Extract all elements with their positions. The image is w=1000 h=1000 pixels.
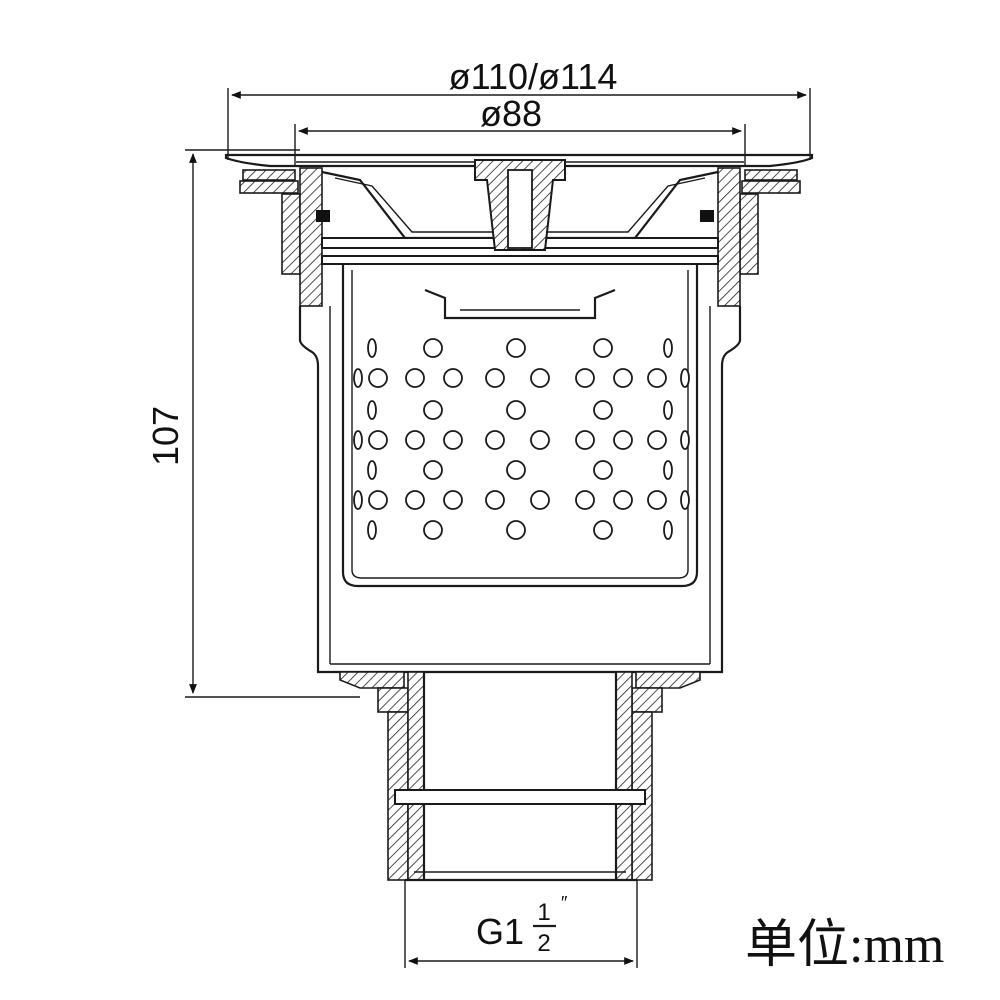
- dimension-height: 107: [145, 149, 360, 698]
- strainer-housing: [298, 306, 742, 674]
- perforation-hole: [353, 430, 363, 450]
- height-label: 107: [145, 406, 186, 466]
- perforation-hole: [593, 338, 613, 358]
- perforation-hole: [353, 490, 363, 510]
- perforation-hole: [575, 368, 595, 388]
- perforation-hole: [575, 430, 595, 450]
- perforation-hole: [367, 460, 377, 480]
- thread-prefix: G1: [476, 911, 524, 952]
- perforation-hole: [613, 490, 633, 510]
- perforation-hole: [485, 490, 505, 510]
- perforation-hole: [368, 490, 388, 510]
- perforation-hole: [613, 430, 633, 450]
- perforation-hole: [680, 430, 690, 450]
- perforation-hole: [663, 520, 673, 540]
- perforation-hole: [663, 400, 673, 420]
- perforation-hole: [647, 368, 667, 388]
- perforation-hole: [530, 490, 550, 510]
- dimension-thread: G1 1 2 ″: [404, 880, 638, 968]
- perforation-hole: [647, 490, 667, 510]
- perforation-hole: [530, 430, 550, 450]
- gasket-left: [239, 167, 330, 307]
- perforation-hole: [405, 490, 425, 510]
- perforation-hole: [423, 338, 443, 358]
- perforation-hole: [443, 368, 463, 388]
- perforation-hole: [506, 338, 526, 358]
- perforation-hole: [367, 400, 377, 420]
- perforation-hole: [680, 368, 690, 388]
- perforation-hole: [353, 368, 363, 388]
- strainer-basket: [341, 264, 699, 588]
- perforation-hole: [423, 400, 443, 420]
- thread-denominator: 2: [537, 930, 550, 957]
- perforation-hole: [506, 460, 526, 480]
- perforation-hole: [506, 400, 526, 420]
- perforation-hole: [485, 430, 505, 450]
- perforation-hole: [593, 460, 613, 480]
- dimension-inner-diameter: ø88: [294, 93, 746, 165]
- perforation-hole: [405, 430, 425, 450]
- tailpiece: [339, 671, 701, 882]
- perforation-hole: [680, 490, 690, 510]
- perforation-hole: [663, 460, 673, 480]
- perforation-hole: [485, 368, 505, 388]
- thread-numerator: 1: [537, 899, 550, 926]
- perforation-hole: [506, 520, 526, 540]
- perforation-hole: [593, 400, 613, 420]
- perforation-hole: [368, 368, 388, 388]
- perforation-hole: [367, 520, 377, 540]
- unit-label: 单位:mm: [745, 917, 944, 974]
- perforation-hole: [443, 430, 463, 450]
- outer-diameter-label: ø110/ø114: [449, 56, 618, 97]
- perforation-hole: [443, 490, 463, 510]
- perforation-hole: [367, 338, 377, 358]
- basket-perforations: [353, 338, 690, 540]
- dimension-outer-diameter: ø110/ø114: [227, 56, 811, 160]
- inner-diameter-label: ø88: [480, 93, 542, 134]
- perforation-hole: [613, 368, 633, 388]
- thread-inch-mark: ″: [561, 893, 568, 913]
- perforation-hole: [663, 338, 673, 358]
- perforation-hole: [368, 430, 388, 450]
- perforation-hole: [423, 460, 443, 480]
- perforation-hole: [647, 430, 667, 450]
- perforation-hole: [575, 490, 595, 510]
- perforation-hole: [530, 368, 550, 388]
- stopper-post: [474, 159, 566, 251]
- perforation-hole: [405, 368, 425, 388]
- perforation-hole: [593, 520, 613, 540]
- perforation-hole: [423, 520, 443, 540]
